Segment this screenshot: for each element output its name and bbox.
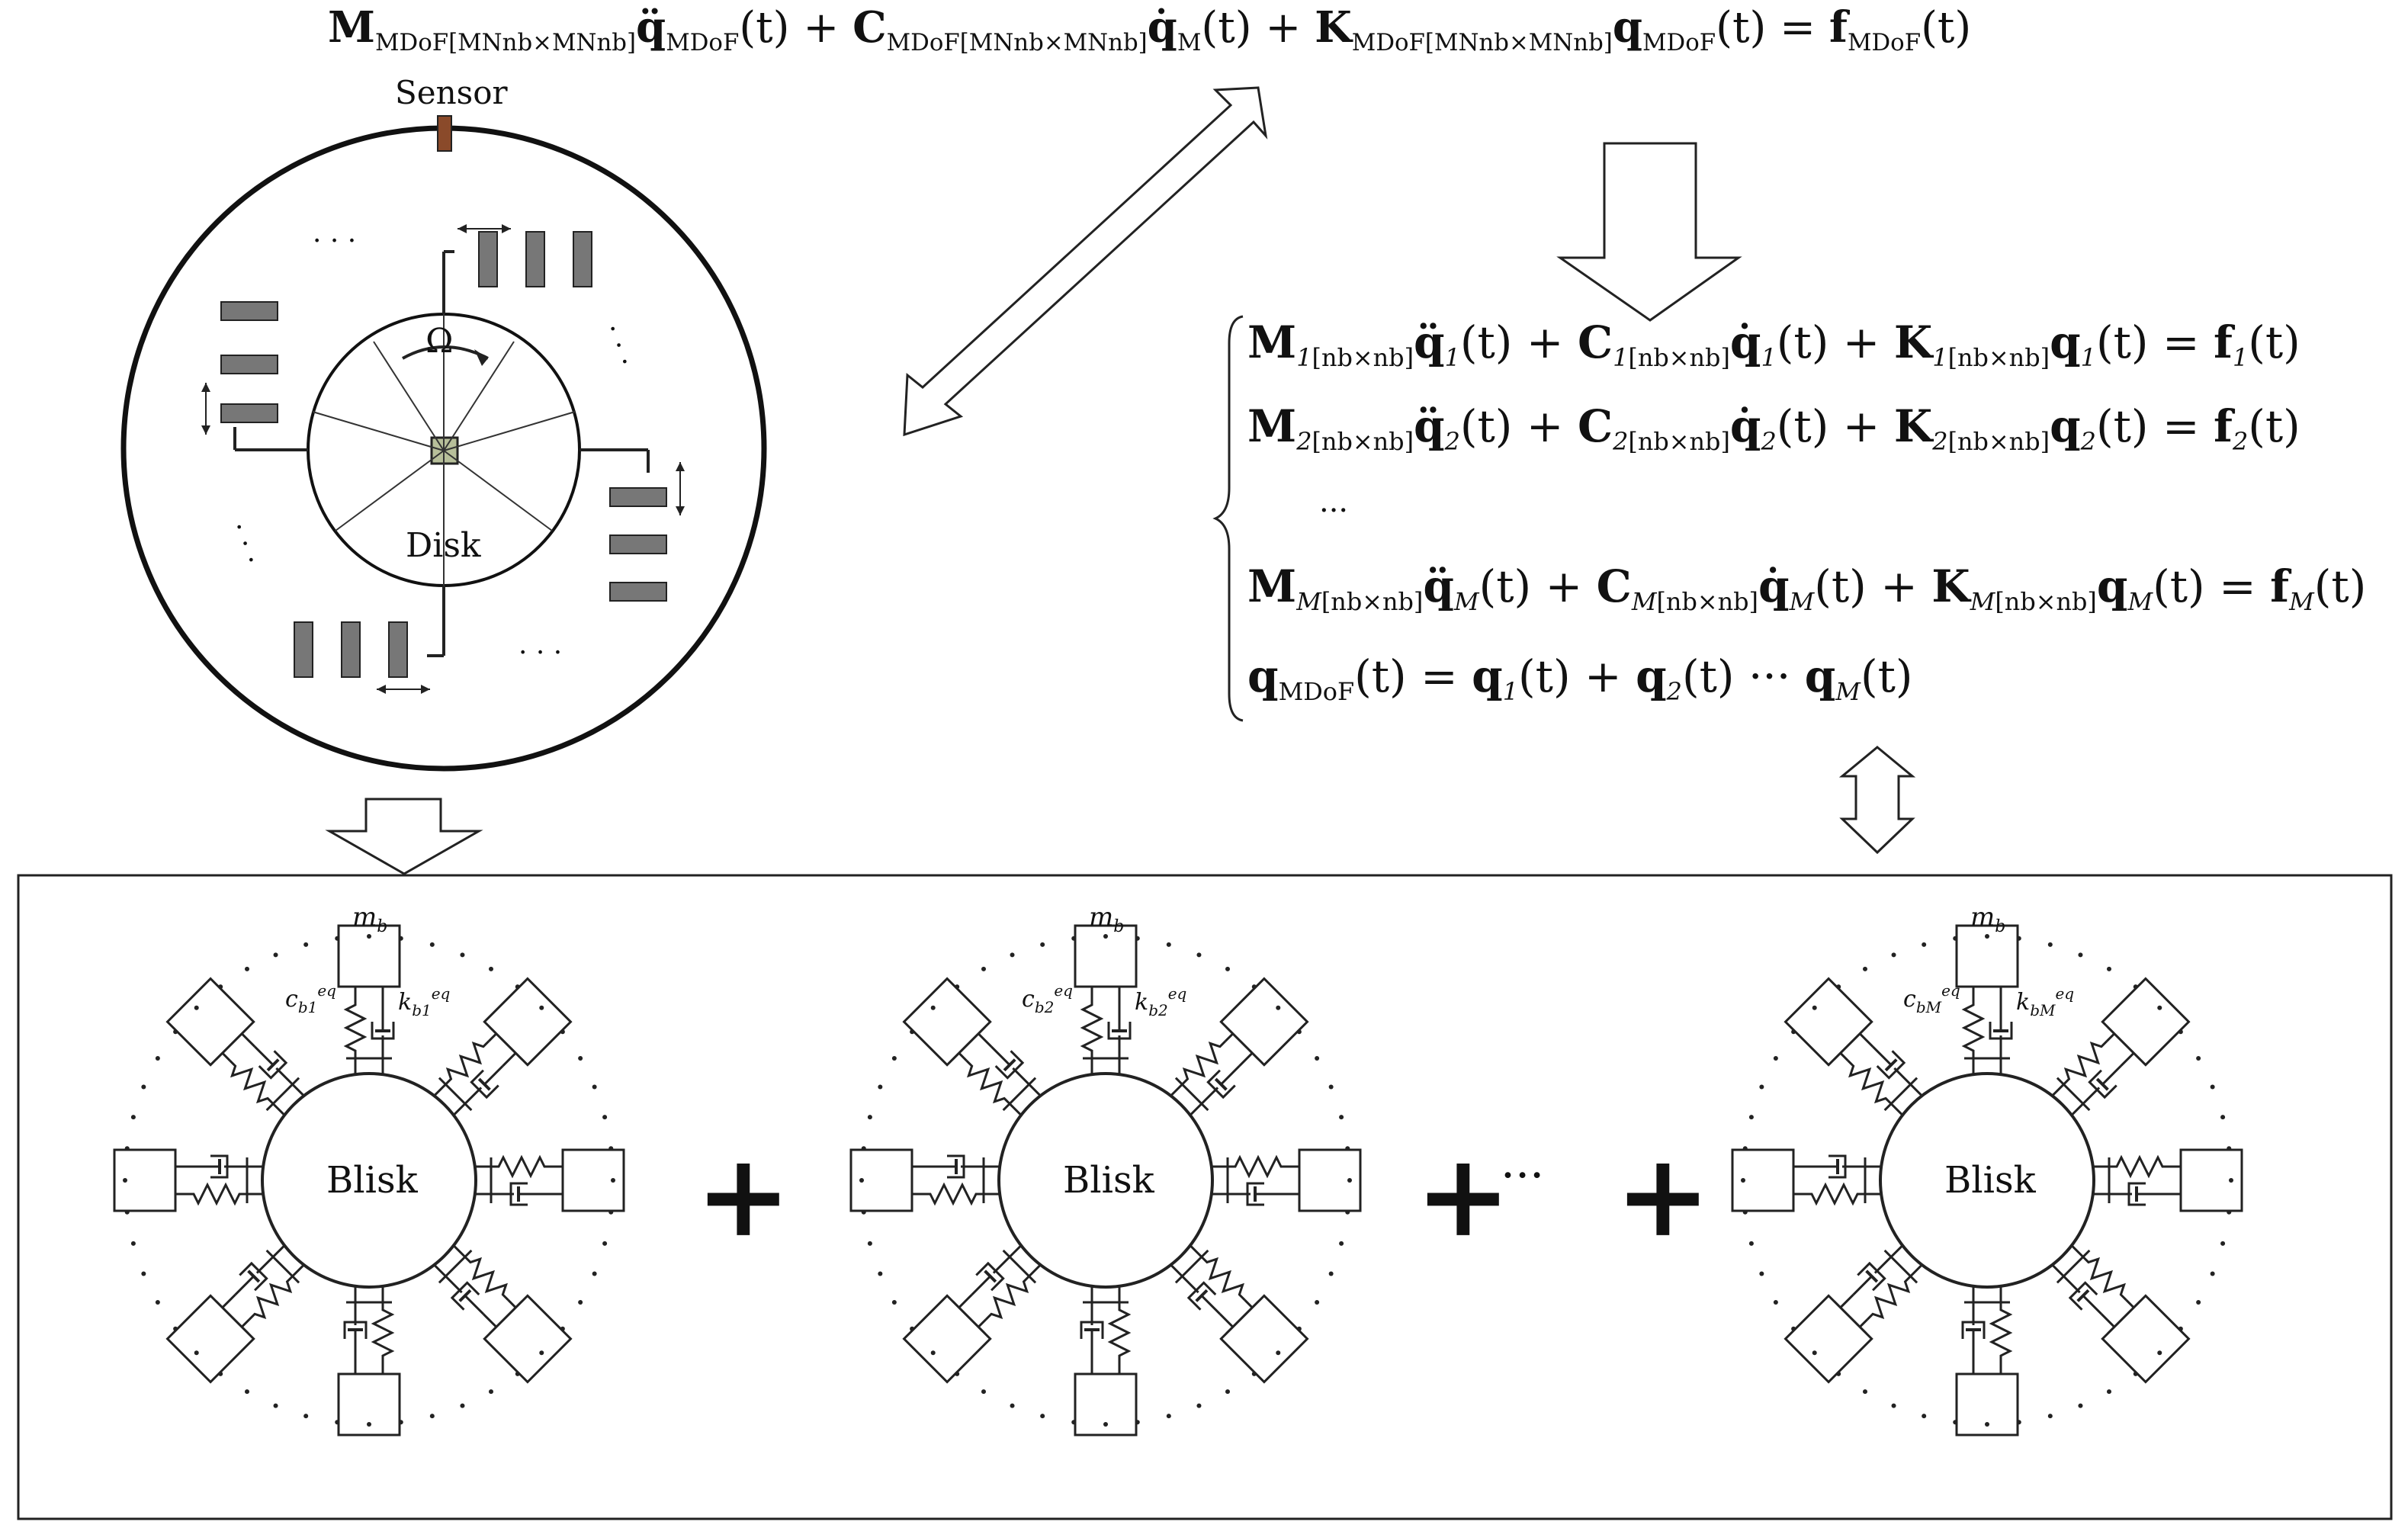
blade-oscillator (476, 1148, 625, 1212)
plus-1: + (695, 1128, 791, 1263)
system-equation-3: MM[nb×nb]q̈M(t) + CM[nb×nb]q̇M(t) + KM[n… (1247, 560, 2367, 617)
ellipsis: ··· (1501, 1149, 1544, 1202)
mass-label: mb (1089, 902, 1124, 936)
blade-oscillator (1212, 1148, 1362, 1212)
dots-upper: · · · (313, 226, 356, 257)
blade-oscillator (1074, 924, 1138, 1074)
blade-oscillator (165, 1245, 304, 1384)
system-equation-2: M2[nb×nb]q̈2(t) + C2[nb×nb]q̇2(t) + K2[n… (1247, 400, 2300, 457)
blade-group-left (220, 301, 278, 423)
system-brace (1212, 315, 1244, 722)
blisk-models-frame (17, 874, 2393, 1520)
blade-oscillator (2094, 1148, 2243, 1212)
blade-oscillator (1170, 1245, 1309, 1384)
blade-group-right (609, 487, 667, 602)
blisk-model-2: Blisk mb cb2eq kb2eq (849, 902, 1362, 1437)
blisk-label: Blisk (326, 1159, 419, 1202)
blade-oscillator (2052, 1245, 2191, 1384)
blade-oscillator (902, 1245, 1041, 1384)
blade-oscillator (1955, 1287, 2019, 1437)
blade-oscillator (1784, 977, 1922, 1116)
down-arrow-icon-small (325, 798, 483, 875)
blade-oscillator (434, 1245, 573, 1384)
blade-oscillator (337, 924, 401, 1074)
dots-left: · · · (223, 518, 267, 570)
system-equation-1: M1[nb×nb]q̈1(t) + C1[nb×nb]q̇1(t) + K1[n… (1247, 316, 2300, 373)
sensor-label: Sensor (395, 74, 509, 111)
superposition-equation: qMDoF(t) = q1(t) + q2(t) ··· qM(t) (1247, 650, 1913, 707)
blade-oscillator (2052, 977, 2191, 1116)
blade-oscillator (1784, 1245, 1922, 1384)
sensor-icon (437, 115, 452, 152)
dots-right-upper: · · · (596, 319, 641, 371)
blade-oscillator (434, 977, 573, 1116)
blade-group-bottom (294, 621, 408, 678)
mass-label: mb (352, 902, 387, 936)
blade-oscillator (849, 1148, 999, 1212)
blade-oscillator (165, 977, 304, 1116)
down-arrow-icon (1556, 142, 1742, 322)
blade-oscillator (1170, 977, 1309, 1116)
damper-label: cb2eq (1022, 981, 1073, 1016)
mdof-equation: MMDoF[MNnb×MNnb]q̈MDoF(t) + CMDoF[MNnb×M… (328, 2, 1972, 56)
system-ellipsis: ··· (1319, 493, 1349, 528)
bidirectional-arrow-icon (903, 86, 1268, 437)
blisk-model-1: Blisk mb cb1eq kb1eq (113, 902, 625, 1437)
blade-oscillator (337, 1287, 401, 1437)
damper-label: cbMeq (1903, 981, 1960, 1016)
blade-oscillator (1955, 924, 2019, 1074)
blisk-model-3: Blisk mb cbMeq kbMeq (1731, 902, 2243, 1437)
blade-oscillator (113, 1148, 262, 1212)
blade-group-top (478, 231, 592, 287)
disk-schematic: Sensor Ω Disk (120, 74, 767, 772)
disk-label: Disk (406, 526, 481, 565)
blade-oscillator (1731, 1148, 1880, 1212)
spring-label: kb2eq (1135, 984, 1186, 1019)
plus-2: + (1415, 1128, 1511, 1263)
blade-oscillator (902, 977, 1041, 1116)
mass-label: mb (1970, 902, 2005, 936)
plus-3: + (1615, 1128, 1711, 1263)
spring-label: kbMeq (2016, 984, 2074, 1019)
damper-label: cb1eq (285, 981, 336, 1016)
dots-right: · · · (519, 637, 562, 669)
blisk-label: Blisk (1063, 1159, 1155, 1202)
up-down-arrow-icon (1838, 746, 1916, 855)
blade-oscillator (1074, 1287, 1138, 1437)
blisk-label: Blisk (1944, 1159, 2037, 1202)
omega-label: Ω (425, 322, 453, 361)
spring-label: kb1eq (398, 984, 450, 1019)
